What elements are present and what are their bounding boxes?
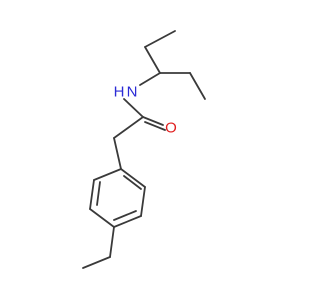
bond-ethyl-ch3-para (82, 256, 111, 269)
bond-carbonyl-ch2 (113, 116, 144, 139)
atom-nitrogen-label: N (127, 84, 138, 101)
ring-bond-1 (120, 168, 146, 188)
bond-ethyl-ch2-upper (144, 46, 161, 74)
ring-bond-6 (93, 168, 122, 181)
ring-bond-3 (113, 215, 142, 228)
atom-oxygen-label: O (165, 120, 177, 137)
bond-carbonyl-oxygen-double (144, 121, 166, 131)
molecule-canvas: N H O (82, 30, 206, 269)
ring-bond-1-inner (123, 175, 142, 190)
ring-bond-2 (140, 186, 146, 217)
bond-ethyl-ch3-lower (189, 72, 206, 100)
bond-carbonyl-oxygen (142, 116, 164, 126)
ring-bond-5 (89, 179, 95, 210)
bond-n-methine (139, 72, 161, 86)
bond-ring-ethyl-ch2 (109, 226, 115, 258)
atom-nitrogen-hydrogen-label: H (114, 84, 125, 101)
ring-bond-5-inner (96, 181, 101, 206)
bond-n-carbonyl (123, 98, 144, 118)
bond-ch2-ring (113, 137, 122, 170)
ring-bond-4 (89, 208, 115, 228)
structure-drawing: N H O (82, 30, 206, 269)
bond-ethyl-ch3-upper (144, 30, 176, 48)
ring-bond-3-inner (113, 210, 137, 221)
